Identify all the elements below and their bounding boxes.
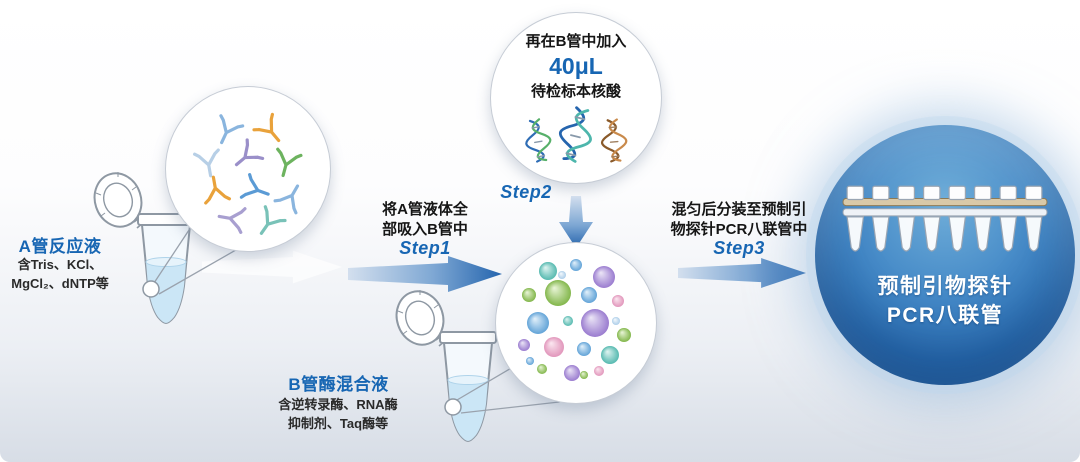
- tube-b-title: B管酶混合液: [288, 375, 389, 394]
- tube-b-desc-line1: 含逆转录酶、RNA酶: [278, 397, 398, 412]
- result-sphere-caption: 预制引物探针 PCR八联管: [815, 273, 1075, 331]
- step3-description: 混匀后分装至预制引 物探针PCR八联管中: [660, 200, 818, 240]
- step1-desc-line1: 将A管液体全: [382, 201, 468, 218]
- tube-b-liquid: [448, 380, 488, 441]
- tube-a-desc-line1: 含Tris、KCl、: [17, 257, 103, 272]
- step2-label: Step2: [500, 182, 552, 202]
- faint-background-arrow-icon: [202, 250, 342, 284]
- reagent-bubbles-icon: [518, 259, 631, 381]
- step3-arrow-icon: [678, 258, 806, 288]
- result-line2: PCR八联管: [886, 303, 1004, 327]
- tube-a-title: A管反应液: [18, 237, 102, 256]
- dna-helix-icon: [559, 106, 592, 163]
- step3-desc-line1: 混匀后分装至预制引: [671, 201, 807, 218]
- step1-description: 将A管液体全 部吸入B管中: [352, 200, 498, 240]
- sample-volume: 40μL: [549, 53, 603, 80]
- step1-arrow-icon: [348, 256, 502, 292]
- result-line1: 预制引物探针: [877, 275, 1013, 298]
- tube-b-description: 含逆转录酶、RNA酶 抑制剂、Taq酶等: [252, 396, 424, 434]
- dna-helix-icon: [525, 118, 552, 163]
- tube-b-desc-line2: 抑制剂、Taq酶等: [287, 415, 389, 431]
- pcr-8-strip-icon: [842, 185, 1048, 252]
- tube-a-cap-icon: [93, 172, 143, 228]
- tube-a-description: 含Tris、KCl、 MgCl₂、dNTP等: [0, 256, 120, 294]
- step3-label: Step3: [713, 238, 765, 258]
- antibody-mix-icon: [193, 112, 310, 242]
- magnifier-circle-b: [495, 242, 657, 404]
- sample-line1: 再在B管中加入: [525, 33, 627, 50]
- step1-label: Step1: [399, 238, 451, 258]
- sample-line3: 待检标本核酸: [530, 82, 621, 100]
- pcr-strip-tubes: [846, 216, 1043, 252]
- tube-a-liquid: [146, 262, 186, 323]
- pcr-strip-caps: [846, 185, 1043, 201]
- step1-desc-line2: 部吸入B管中: [382, 220, 468, 238]
- step2-arrow-icon: [559, 196, 593, 248]
- magnifier-circle-a: [165, 86, 331, 252]
- tube-a-desc-line2: MgCl₂、dNTP等: [11, 275, 109, 291]
- tube-b-cap-icon: [395, 290, 445, 346]
- dna-helix-icon: [600, 118, 628, 163]
- step3-desc-line2: 物探针PCR八联管中: [670, 220, 808, 238]
- result-sphere: 预制引物探针 PCR八联管: [815, 125, 1075, 385]
- sample-circle: 再在B管中加入 40μL 待检标本核酸: [490, 12, 662, 184]
- dna-helix-group: [491, 106, 661, 163]
